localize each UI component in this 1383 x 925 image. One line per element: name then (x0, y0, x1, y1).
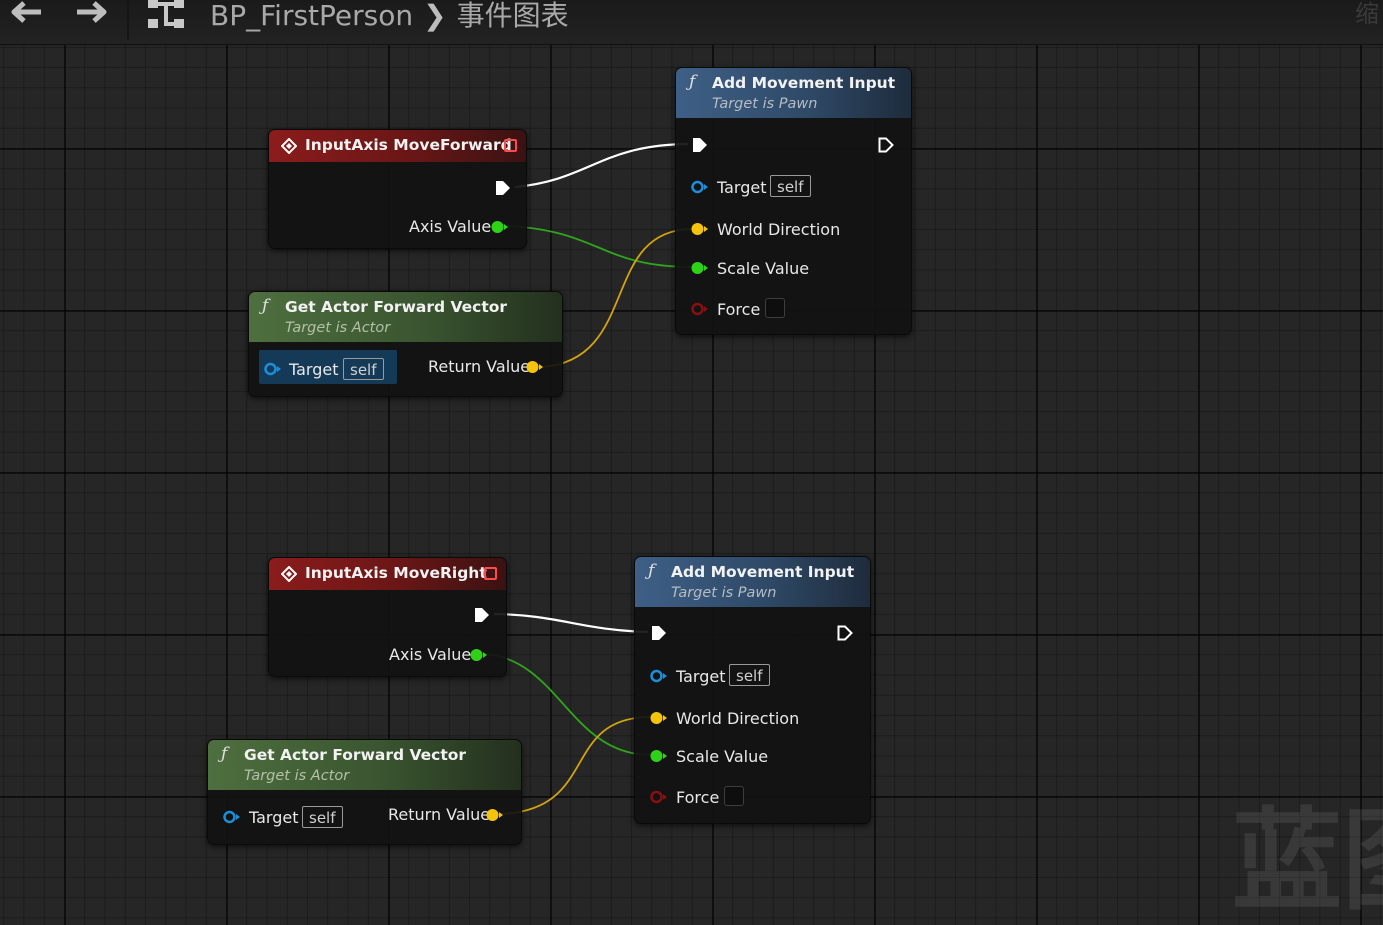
breadcrumb-graph[interactable]: 事件图表 (456, 0, 569, 32)
target-label: Target (676, 667, 726, 686)
function-header[interactable]: ƒ Add Movement Input Target is Pawn (676, 68, 911, 118)
vector-wire-right[interactable] (500, 716, 652, 815)
target-self-field[interactable]: self (729, 664, 770, 686)
event-diamond-icon (281, 138, 297, 154)
world-direction-pin-icon[interactable] (691, 222, 709, 236)
exec-out-pin-icon[interactable] (495, 180, 511, 196)
function-title: Add Movement Input (712, 74, 896, 92)
scale-value-pin-icon[interactable] (691, 261, 709, 275)
force-label: Force (676, 788, 720, 807)
exec-in-pin-icon[interactable] (651, 625, 667, 641)
exec-out-pin-icon[interactable] (474, 607, 490, 623)
target-label: Target (289, 360, 339, 379)
target-self-field[interactable]: self (302, 806, 343, 828)
function-header[interactable]: ƒ Add Movement Input Target is Pawn (635, 557, 870, 607)
exec-in-pin-icon[interactable] (692, 137, 708, 153)
target-object-pin-icon[interactable] (650, 669, 668, 683)
target-self-field[interactable]: self (343, 358, 384, 380)
exec-out-pin-icon[interactable] (878, 137, 894, 153)
function-icon: ƒ (689, 72, 696, 92)
axis-value-pin-icon[interactable] (470, 648, 488, 662)
event-diamond-icon (281, 566, 297, 582)
breadcrumb-chevron-icon: ❯ (423, 0, 447, 32)
axis-wire-forward[interactable] (505, 225, 693, 268)
function-title: Get Actor Forward Vector (244, 746, 467, 764)
toolbar-divider (127, 0, 129, 40)
event-node-move-right[interactable]: InputAxis MoveRight Axis Value (268, 557, 507, 677)
breadcrumb: BP_FirstPerson ❯ 事件图表 (210, 0, 569, 34)
axis-wire-right[interactable] (484, 653, 652, 756)
force-bool-pin-icon[interactable] (650, 790, 668, 804)
exec-wire-forward[interactable] (514, 142, 689, 189)
function-subtitle: Target is Actor (285, 320, 391, 336)
function-title: Add Movement Input (671, 563, 855, 581)
blueprint-watermark: 蓝图 (1232, 797, 1383, 925)
function-icon: ƒ (262, 296, 269, 316)
get-forward-vector-node[interactable]: ƒ Get Actor Forward Vector Target is Act… (248, 291, 563, 397)
add-movement-input-node-right[interactable]: ƒ Add Movement Input Target is Pawn Targ… (634, 556, 871, 824)
axis-value-pin-icon[interactable] (491, 220, 509, 234)
axis-value-label: Axis Value (409, 217, 492, 236)
target-pin-highlight (259, 350, 397, 384)
pure-function-header[interactable]: ƒ Get Actor Forward Vector Target is Act… (208, 740, 521, 790)
scale-value-label: Scale Value (717, 259, 810, 278)
function-title: Get Actor Forward Vector (285, 298, 508, 316)
event-node-header[interactable]: InputAxis MoveRight (269, 558, 506, 590)
return-vector-pin-icon[interactable] (486, 808, 504, 822)
blueprint-tree-icon (148, 0, 184, 28)
function-subtitle: Target is Actor (244, 768, 350, 784)
breadcrumb-blueprint[interactable]: BP_FirstPerson (210, 0, 414, 32)
add-movement-input-node-forward[interactable]: ƒ Add Movement Input Target is Pawn Targ… (675, 67, 912, 335)
event-node-move-forward[interactable]: InputAxis MoveForward Axis Value (268, 129, 527, 249)
function-icon: ƒ (648, 561, 655, 581)
pure-function-header[interactable]: ƒ Get Actor Forward Vector Target is Act… (249, 292, 562, 342)
event-stop-icon (504, 139, 517, 152)
world-direction-pin-icon[interactable] (650, 711, 668, 725)
force-checkbox[interactable] (724, 786, 744, 806)
scale-value-label: Scale Value (676, 747, 769, 766)
world-direction-label: World Direction (717, 220, 841, 239)
target-object-pin-icon[interactable] (223, 810, 241, 824)
graph-toolbar: BP_FirstPerson ❯ 事件图表 缩 (0, 0, 1383, 45)
force-bool-pin-icon[interactable] (691, 302, 709, 316)
return-value-label: Return Value (428, 357, 531, 376)
function-subtitle: Target is Pawn (671, 585, 777, 601)
scale-value-pin-icon[interactable] (650, 749, 668, 763)
return-value-label: Return Value (388, 805, 491, 824)
event-node-header[interactable]: InputAxis MoveForward (269, 130, 526, 162)
event-node-title: InputAxis MoveForward (305, 136, 512, 154)
function-icon: ƒ (221, 744, 228, 764)
vector-wire-forward[interactable] (541, 228, 693, 368)
exec-wire-right[interactable] (493, 612, 649, 634)
return-vector-pin-icon[interactable] (526, 360, 544, 374)
target-label: Target (249, 808, 299, 827)
target-self-field[interactable]: self (770, 175, 811, 197)
target-label: Target (717, 178, 767, 197)
target-object-pin-icon[interactable] (691, 180, 709, 194)
event-node-title: InputAxis MoveRight (305, 564, 487, 582)
forward-arrow-icon[interactable] (74, 0, 108, 30)
force-checkbox[interactable] (765, 298, 785, 318)
exec-out-pin-icon[interactable] (837, 625, 853, 641)
get-forward-vector-node[interactable]: ƒ Get Actor Forward Vector Target is Act… (207, 739, 522, 845)
event-stop-icon (484, 567, 497, 580)
zoom-label: 缩 (1355, 0, 1379, 28)
force-label: Force (717, 300, 761, 319)
world-direction-label: World Direction (676, 709, 800, 728)
back-arrow-icon[interactable] (10, 0, 44, 30)
target-object-pin-icon[interactable] (264, 362, 282, 376)
function-subtitle: Target is Pawn (712, 96, 818, 112)
axis-value-label: Axis Value (389, 645, 472, 664)
